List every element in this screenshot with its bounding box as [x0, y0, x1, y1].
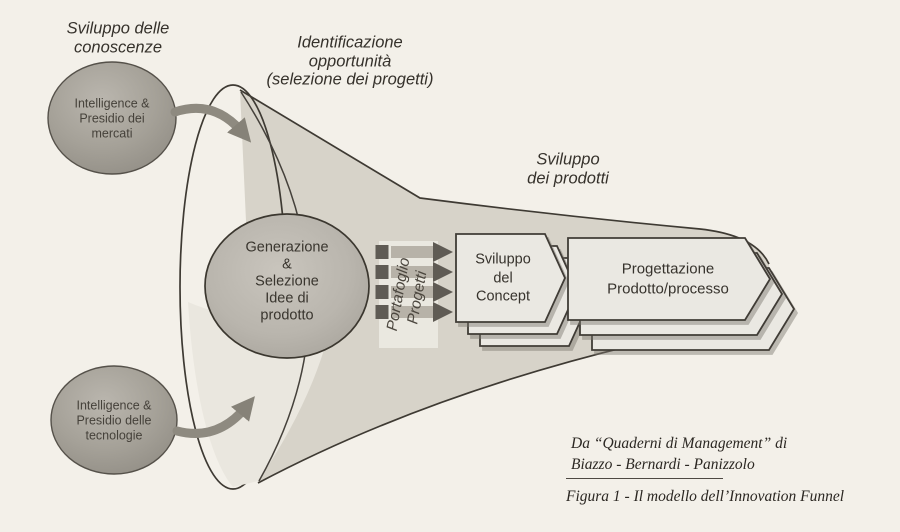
arrow-markets-to-funnel	[170, 103, 252, 143]
design-stack	[567, 237, 796, 351]
idea-generation-node	[204, 213, 370, 359]
product-development-label: Sviluppo dei prodotti	[527, 150, 609, 188]
caption-source: Da “Quaderni di Management” di Biazzo - …	[571, 435, 788, 473]
design-box-label: Progettazione Prodotto/processo	[607, 260, 729, 298]
caption-divider	[566, 478, 723, 479]
caption-figure-title: Figura 1 - Il modello dell’Innovation Fu…	[566, 488, 845, 505]
portfolio-arrows	[375, 242, 453, 322]
markets-node	[47, 61, 177, 175]
portfolio-arrow	[375, 302, 453, 322]
idea-generation-label: Generazione & Selezione Idee di prodotto	[245, 239, 329, 324]
technologies-node-label: Intelligence & Presidio delle tecnologie	[76, 398, 152, 443]
knowledge-development-label: Sviluppo delle conoscenze	[66, 19, 170, 57]
opportunity-identification-label: Identificazione opportunità (selezione d…	[266, 33, 434, 89]
concept-box	[455, 233, 566, 323]
portfolio-arrow	[375, 282, 453, 302]
concept-box-label: Sviluppo del Concept	[475, 251, 531, 305]
portfolio-arrow	[375, 262, 453, 282]
design-box	[567, 237, 772, 321]
technologies-node	[50, 365, 178, 475]
portfolio-arrow	[375, 242, 453, 262]
concept-stack	[455, 233, 590, 347]
funnel-bottom-edge	[257, 339, 656, 484]
markets-node-label: Intelligence & Presidio dei mercati	[74, 96, 150, 141]
arrow-technologies-to-funnel	[172, 396, 255, 438]
